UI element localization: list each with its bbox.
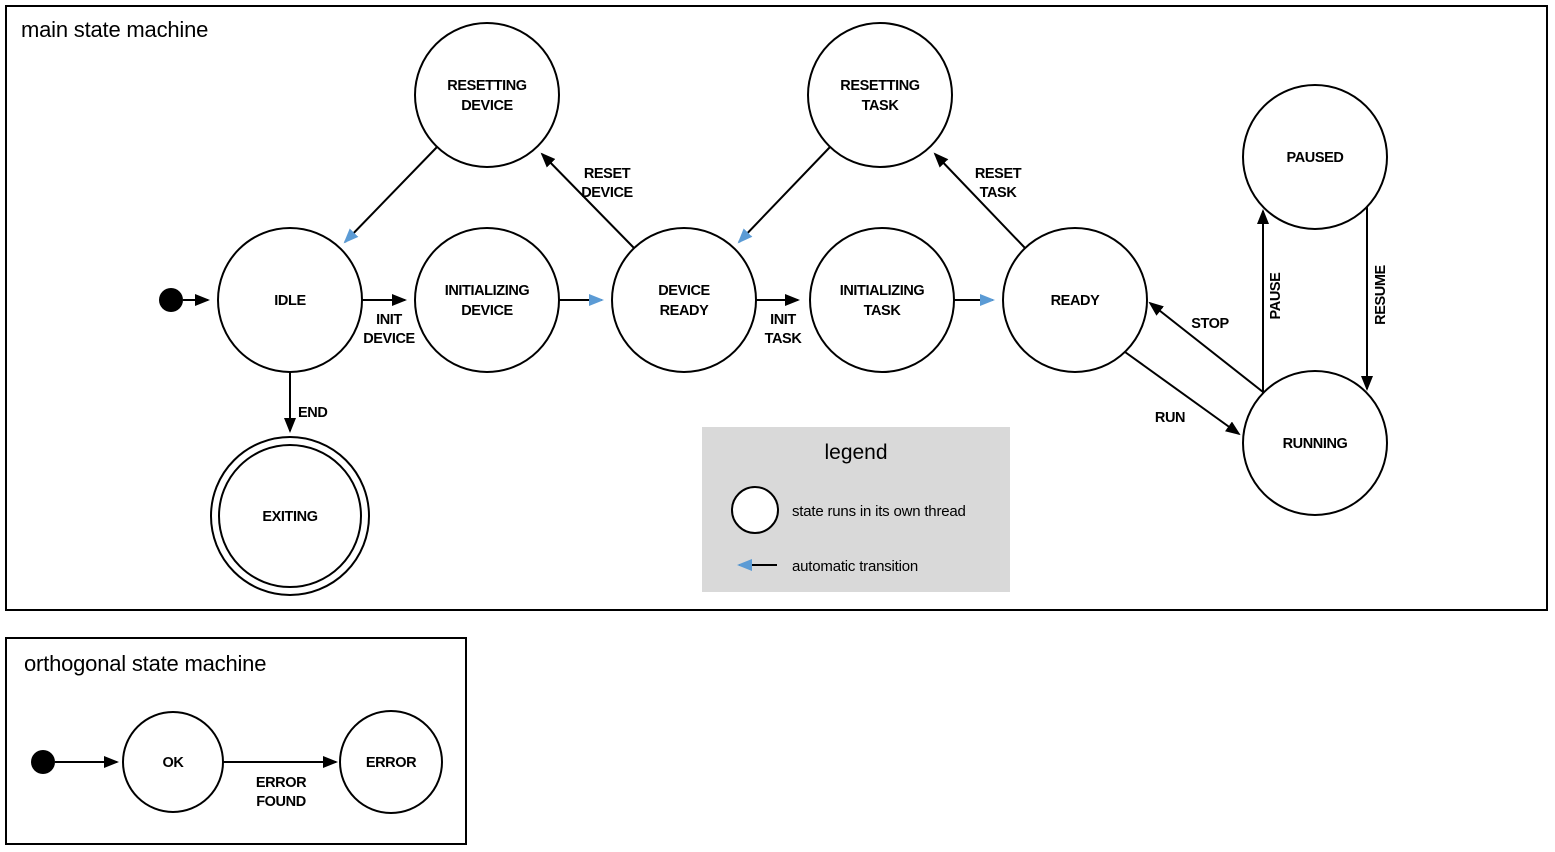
state-initializing-device — [414, 227, 560, 373]
state-idle — [217, 227, 363, 373]
state-label-initializing-task-line2: TASK — [864, 303, 902, 319]
state-ready — [1002, 227, 1148, 373]
label-init-task-line1: INIT — [770, 312, 796, 328]
state-label-device-ready-line1: DEVICE — [658, 283, 710, 299]
state-ok — [122, 711, 224, 813]
orthogonal-initial-state-dot — [31, 750, 55, 774]
main-machine-title: main state machine — [21, 17, 208, 42]
state-label-initializing-device-line1: INITIALIZING — [445, 283, 530, 299]
state-label-initializing-device-line2: DEVICE — [461, 303, 513, 319]
transition-resetting-device-to-idle — [343, 146, 438, 244]
state-label-initializing-task-line1: INITIALIZING — [840, 283, 925, 299]
main-initial-state-dot — [159, 288, 183, 312]
label-error-found-line1: ERROR — [256, 775, 307, 791]
state-label-exiting: EXITING — [262, 509, 317, 525]
state-running — [1242, 370, 1388, 516]
state-label-running: RUNNING — [1283, 436, 1348, 452]
state-label-ok: OK — [163, 755, 185, 771]
state-label-device-ready-line2: READY — [660, 303, 709, 319]
state-label-resetting-task-line1: RESETTING — [840, 78, 920, 94]
legend-threaded-state-label: state runs in its own thread — [792, 503, 966, 520]
state-label-resetting-task-line2: TASK — [862, 98, 900, 114]
label-reset-task-line2: TASK — [980, 185, 1018, 201]
state-exiting — [218, 444, 362, 588]
state-resetting-device — [414, 22, 560, 168]
state-label-ready: READY — [1051, 293, 1100, 309]
label-reset-task-line1: RESET — [975, 166, 1022, 182]
transition-resetting-task-to-device-ready — [737, 146, 831, 244]
state-label-resetting-device-line1: RESETTING — [447, 78, 527, 94]
state-paused — [1242, 84, 1388, 230]
state-label-idle: IDLE — [274, 293, 306, 309]
state-error — [339, 710, 443, 814]
main-machine-frame — [5, 5, 1548, 611]
state-label-resetting-device-line2: DEVICE — [461, 98, 513, 114]
state-label-error: ERROR — [366, 755, 417, 771]
label-init-device-line2: DEVICE — [363, 331, 415, 347]
label-run: RUN — [1155, 410, 1185, 426]
state-device-ready — [611, 227, 757, 373]
orthogonal-machine-title: orthogonal state machine — [24, 651, 266, 676]
label-pause: PAUSE — [1268, 272, 1284, 320]
label-reset-device-line2: DEVICE — [581, 185, 633, 201]
state-initializing-task — [809, 227, 955, 373]
orthogonal-machine-frame — [5, 637, 467, 845]
legend-automatic-transition-label: automatic transition — [792, 558, 918, 575]
state-resetting-task — [807, 22, 953, 168]
label-resume: RESUME — [1373, 264, 1389, 324]
label-init-task-line2: TASK — [765, 331, 803, 347]
label-stop: STOP — [1191, 316, 1229, 332]
label-end: END — [298, 405, 327, 421]
label-init-device-line1: INIT — [376, 312, 402, 328]
transition-running-to-ready — [1148, 301, 1264, 393]
transition-ready-to-running — [1124, 351, 1241, 436]
transition-ready-to-resetting-task — [933, 152, 1026, 249]
label-reset-device-line1: RESET — [584, 166, 631, 182]
state-label-paused: PAUSED — [1287, 150, 1344, 166]
label-error-found-line2: FOUND — [256, 794, 306, 810]
legend-threaded-state-icon — [731, 486, 779, 534]
transition-device-ready-to-resetting-device — [540, 152, 635, 249]
legend-title: legend — [824, 441, 887, 464]
